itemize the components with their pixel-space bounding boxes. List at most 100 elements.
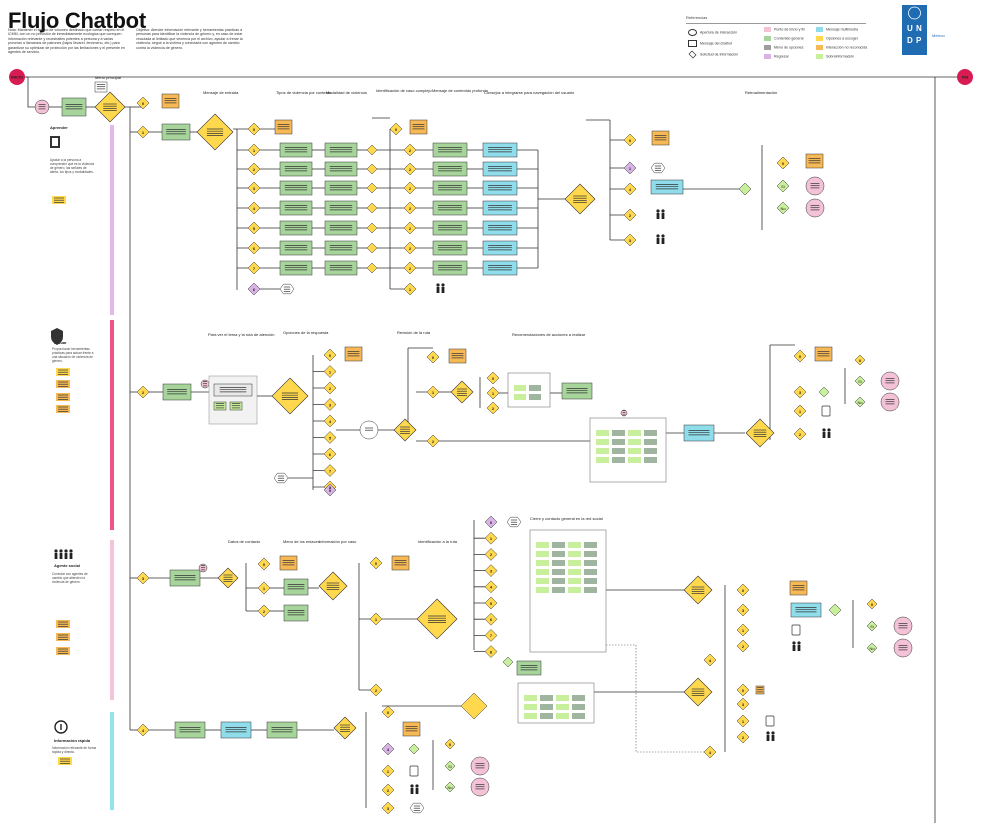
option-number: 0 — [742, 688, 745, 693]
panel-cell — [584, 542, 597, 548]
panel-cell — [584, 587, 597, 593]
option-number: 1 — [490, 536, 493, 541]
option-diamond — [403, 282, 417, 296]
option-number: 0 — [395, 127, 398, 132]
option-diamond — [247, 143, 261, 157]
option-diamond — [323, 365, 337, 378]
option-diamond — [484, 531, 498, 545]
legend: Referencias Apertura de interacción Mens… — [684, 12, 868, 70]
panel-cell — [556, 713, 569, 719]
panel-cell — [612, 439, 625, 445]
option-diamond — [426, 385, 440, 399]
option-number: 2 — [409, 226, 412, 231]
objective-text: Objetivo: Atender información relevante … — [136, 28, 243, 50]
option-number: 2 — [409, 206, 412, 211]
option-number: 3 — [629, 238, 632, 243]
option-diamond — [247, 181, 261, 195]
option-number: 2 — [409, 186, 412, 191]
option-diamond — [323, 348, 337, 362]
option-number: 1 — [375, 617, 378, 622]
option-number: 5 — [329, 435, 332, 440]
option-diamond — [623, 133, 637, 147]
option-number: 2 — [799, 432, 802, 437]
panel-cell — [584, 578, 597, 584]
sub-diamond — [366, 222, 378, 234]
option-diamond — [486, 371, 500, 385]
panel-cell — [529, 385, 541, 391]
option-diamond — [247, 162, 261, 176]
option-diamond — [776, 156, 790, 170]
legend-item-general: Contenido general — [764, 36, 803, 41]
panel-cell — [536, 542, 549, 548]
option-number: 0 — [253, 127, 256, 132]
people-icon — [822, 428, 831, 438]
option-number: 0 — [871, 602, 874, 607]
option-number: 1 — [387, 769, 390, 774]
option-diamond — [793, 349, 807, 363]
option-diamond — [736, 683, 750, 697]
info-option — [408, 743, 420, 755]
option-diamond — [323, 414, 337, 428]
panel-cell — [644, 430, 657, 436]
column-header: Identificación a la ruta — [418, 539, 458, 544]
end-node — [957, 69, 973, 85]
people-icon — [410, 784, 419, 794]
option-number: 1 — [492, 391, 495, 396]
yes-label: Sí — [870, 624, 875, 629]
option-diamond — [736, 730, 750, 744]
option-diamond — [323, 398, 337, 411]
panel-cell — [568, 551, 581, 557]
option-number: 1 — [432, 390, 435, 395]
document-icon — [791, 624, 801, 636]
legend-title: Referencias — [686, 15, 708, 20]
connector-line — [125, 106, 131, 730]
option-diamond — [323, 447, 337, 461]
option-diamond — [136, 125, 150, 139]
option-diamond — [257, 557, 271, 571]
panel-cell — [644, 457, 657, 463]
agente-yes — [866, 620, 878, 632]
panel-cell — [552, 542, 565, 548]
no-label: No — [857, 400, 863, 405]
actuar-option — [818, 386, 830, 398]
option-diamond — [247, 261, 261, 275]
option-diamond — [736, 583, 750, 597]
option-diamond — [484, 645, 498, 658]
info-yes — [444, 760, 456, 772]
panel-cell — [568, 587, 581, 593]
option-number: 0 — [449, 742, 452, 747]
legend-item-overinfo: Sobreinformación — [816, 54, 854, 59]
option-number: 0 — [142, 101, 145, 106]
option-diamond — [703, 745, 717, 759]
note-text: Nota: Mantener el tiempo de volumen dest… — [8, 28, 126, 55]
option-diamond — [486, 401, 500, 415]
option-diamond — [484, 596, 498, 610]
option-number: 1 — [142, 130, 145, 135]
column-header: Retroalimentación — [745, 90, 777, 95]
legend-item-multimedia: Mensaje multimedia — [816, 27, 858, 32]
option-diamond — [426, 350, 440, 364]
agente-option-2 — [828, 603, 842, 617]
svg-text:P: P — [916, 36, 922, 45]
option-number: 4 — [387, 747, 390, 752]
panel-cell — [584, 560, 597, 566]
option-number: 0 — [629, 138, 632, 143]
column-header: Datos de contacto — [228, 539, 261, 544]
section-label-info: Información rápida — [54, 738, 91, 743]
column-header: Información por caso — [319, 539, 357, 544]
panel-cell — [628, 457, 641, 463]
option-diamond — [736, 603, 750, 617]
panel-cell — [552, 569, 565, 575]
panel-cell — [644, 448, 657, 454]
column-header: Revisión de la ruta — [397, 330, 431, 335]
panel-cell — [596, 457, 609, 463]
panel-cell — [596, 439, 609, 445]
option-number: 2 — [409, 148, 412, 153]
option-diamond — [381, 764, 395, 778]
panel-cell — [524, 704, 537, 710]
panel-cell — [540, 695, 553, 701]
option-number: 1 — [799, 409, 802, 414]
option-diamond — [623, 208, 637, 222]
option-diamond — [369, 612, 383, 626]
option-number: 4 — [709, 750, 712, 755]
